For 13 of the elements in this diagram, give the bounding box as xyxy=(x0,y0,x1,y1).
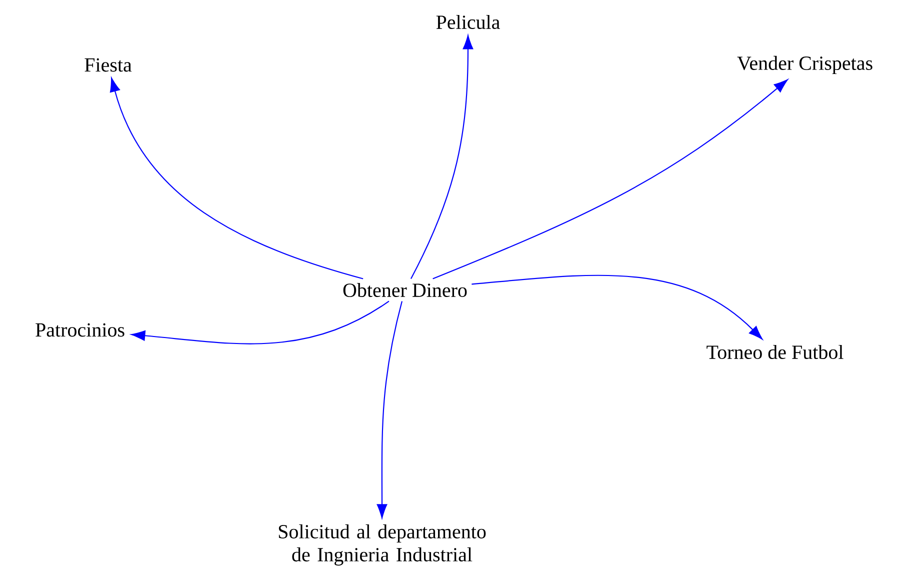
arrow xyxy=(131,300,390,344)
arrow xyxy=(376,301,403,518)
arrow xyxy=(410,35,474,279)
arrow xyxy=(110,78,364,280)
node-label: Pelicula xyxy=(436,14,500,30)
node-label: Fiesta xyxy=(84,58,132,72)
arrow xyxy=(432,79,788,280)
arrow xyxy=(472,274,763,340)
node-label: Solicitud al departamento de Ingnieria Industrial xyxy=(278,524,486,566)
node-label: Vender Crispetas xyxy=(737,56,872,74)
center-label: Obtener Dinero xyxy=(343,282,467,298)
node-label: Torneo de Futbol xyxy=(706,344,844,360)
node-label: Patrocinios xyxy=(36,323,124,337)
